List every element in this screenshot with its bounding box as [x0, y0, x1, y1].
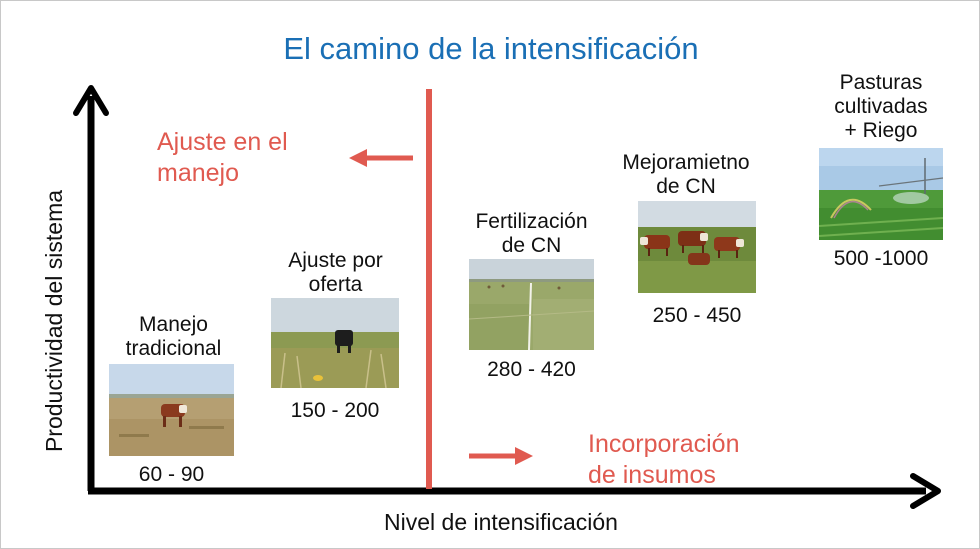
stage-5-label-line-2: cultivadas	[834, 95, 928, 118]
right-arrow-head	[515, 447, 533, 465]
stage-5-label: Pasturas cultivadas + Riego	[806, 71, 956, 143]
stage-5-photo	[819, 148, 943, 240]
stage-1-photo	[109, 364, 234, 456]
stage-3-photo	[469, 259, 594, 350]
y-axis-arrowhead	[73, 85, 109, 116]
x-axis-arrowhead	[910, 473, 941, 509]
stage-2-label-line-1: Ajuste por	[288, 249, 383, 272]
stage-5-label-line-3: + Riego	[844, 119, 918, 142]
diagram-title: El camino de la intensificación	[283, 31, 699, 66]
stage-4-label: Mejoramietno de CN	[611, 151, 761, 199]
annotation-left-line-1: Ajuste en el	[157, 128, 288, 156]
stage-1-label-line-1: Manejo	[139, 313, 208, 336]
stage-3-label-line-2: de CN	[501, 234, 562, 257]
stage-3-label: Fertilización de CN	[459, 210, 604, 258]
stage-1-label-line-2: tradicional	[125, 337, 222, 360]
annotation-right-line-1: Incorporación	[588, 430, 740, 458]
annotation-left-line-2: manejo	[157, 159, 239, 187]
stage-4-photo	[638, 201, 756, 293]
stage-2-photo	[271, 298, 399, 388]
stage-3-label-line-1: Fertilización	[475, 210, 588, 233]
stage-2-label: Ajuste por oferta	[263, 249, 408, 297]
stage-3-range: 280 - 420	[487, 358, 576, 381]
stage-2-label-line-2: oferta	[308, 273, 363, 296]
left-arrow-head	[349, 149, 367, 167]
annotation-left: Ajuste en el manejo	[157, 127, 288, 189]
stage-1-range: 60 - 90	[138, 463, 205, 486]
y-axis-label: Productividad del sistema	[41, 189, 67, 453]
stage-1-label: Manejo tradicional	[101, 313, 246, 361]
annotation-right-line-2: de insumos	[588, 461, 716, 489]
stage-5-label-line-1: Pasturas	[839, 71, 923, 94]
x-axis-label: Nivel de intensificación	[384, 509, 618, 535]
stage-5-range: 500 -1000	[833, 247, 929, 270]
stage-2-range: 150 - 200	[290, 399, 380, 422]
stage-4-range: 250 - 450	[652, 304, 742, 327]
annotation-right: Incorporación de insumos	[588, 429, 739, 491]
stage-4-label-line-1: Mejoramietno	[622, 151, 750, 174]
stage-4-label-line-2: de CN	[656, 175, 716, 198]
